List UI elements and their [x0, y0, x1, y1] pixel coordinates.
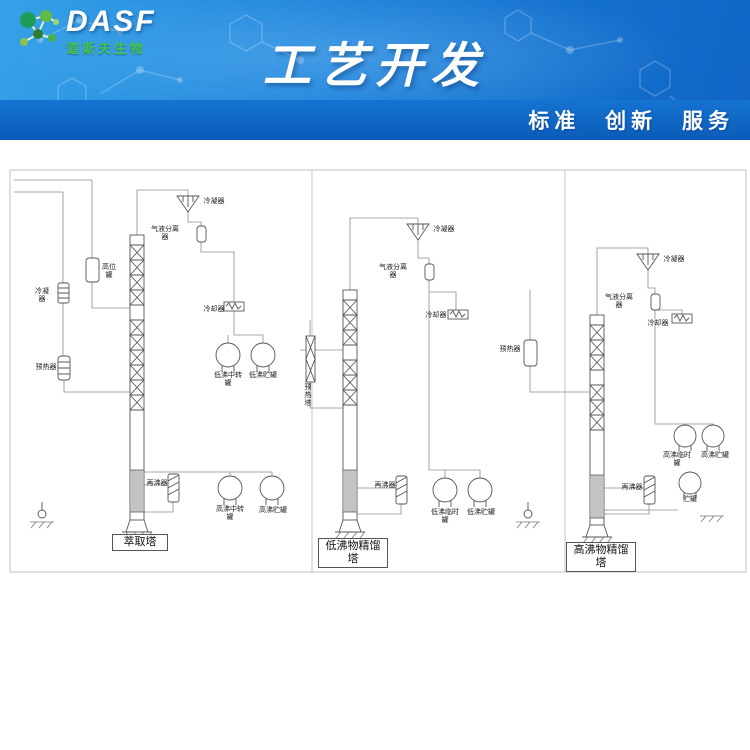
pumps	[37, 502, 533, 519]
coolers	[223, 301, 693, 324]
low-boiler-column	[335, 289, 365, 533]
cooler-label-3: 冷却器	[647, 320, 669, 327]
condenser-left-label: 冷凝器	[35, 288, 49, 304]
section-label-highboil-column: 高沸物精馏塔	[566, 542, 636, 573]
tank-label-highboil-transfer: 高沸中转罐	[216, 506, 244, 522]
tank-label-lowboil-storage-2: 低沸贮罐	[467, 509, 495, 516]
cooler-label-1: 冷却器	[203, 306, 225, 313]
reboilers	[167, 473, 656, 505]
preheat-tower-label: 预热塔	[304, 384, 312, 408]
reboiler-label-3: 再沸器	[621, 484, 643, 491]
tank-label-highboil-storage-2: 高沸贮罐	[701, 452, 729, 459]
tank-label-lowboil-temp: 低沸临时罐	[431, 509, 459, 525]
condenser-label-2: 冷凝器	[433, 226, 455, 233]
logo-text: DASF	[66, 5, 156, 38]
tank-label-highboil-storage: 高沸贮罐	[259, 507, 287, 514]
process-diagram: 冷凝器气液分离器高位罐冷凝器预热器冷却器低沸中转罐低沸贮罐再沸器高沸中转罐高沸贮…	[0, 140, 750, 750]
molecule-pattern-decoration	[37, 9, 704, 124]
head-tank-label: 高位罐	[102, 264, 116, 280]
diagram-labels-layer: 冷凝器气液分离器高位罐冷凝器预热器冷却器低沸中转罐低沸贮罐再沸器高沸中转罐高沸贮…	[0, 140, 750, 750]
separator-label-2: 气液分离器	[379, 264, 407, 280]
tagline-text: 标准 创新 服务	[528, 110, 734, 133]
process-flow-svg	[9, 169, 747, 573]
preheat-tower	[305, 335, 316, 383]
head-tank	[85, 257, 100, 283]
process-pipes	[14, 179, 714, 515]
preheater-label-2: 预热器	[499, 346, 521, 353]
mid-feed-vessel	[523, 339, 538, 367]
reboiler-label-2: 再沸器	[374, 482, 396, 489]
separator-label-1: 气液分离器	[151, 226, 179, 242]
section-label-extraction-tower: 萃取塔	[112, 534, 168, 552]
preheater-label-1: 预热器	[35, 364, 57, 371]
section-label-lowboil-column: 低沸物精馏塔	[318, 538, 388, 569]
banner: DASF 道斯夫生物 工艺开发 标准 创新 服务	[0, 0, 750, 140]
cooler-label-2: 冷却器	[425, 312, 447, 319]
condenser-label-3: 冷凝器	[663, 256, 685, 263]
page-title: 工艺开发	[262, 40, 487, 93]
tagline-bar: 标准 创新 服务	[0, 100, 750, 140]
logo: DASF 道斯夫生物	[12, 6, 156, 57]
tank-label-lowboil-transfer: 低沸中转罐	[214, 372, 242, 388]
spherical-tanks	[215, 342, 725, 507]
molecule-logo-icon	[20, 10, 59, 46]
ground-marks	[30, 515, 724, 544]
auxiliary-vessels	[57, 257, 538, 381]
condensers	[176, 195, 660, 271]
tank-label-highboil-temp: 高沸临时罐	[663, 452, 691, 468]
extraction-column	[122, 234, 152, 533]
tank-label-storage: 贮罐	[683, 496, 697, 503]
high-boiler-column	[582, 314, 612, 538]
logo-subtext: 道斯夫生物	[66, 40, 147, 56]
separator-label-3: 气液分离器	[605, 294, 633, 310]
condenser-label-1: 冷凝器	[203, 198, 225, 205]
gas-liquid-separators	[196, 225, 661, 311]
reboiler-label-1: 再沸器	[146, 480, 168, 487]
tank-label-lowboil-storage: 低沸贮罐	[249, 372, 277, 379]
